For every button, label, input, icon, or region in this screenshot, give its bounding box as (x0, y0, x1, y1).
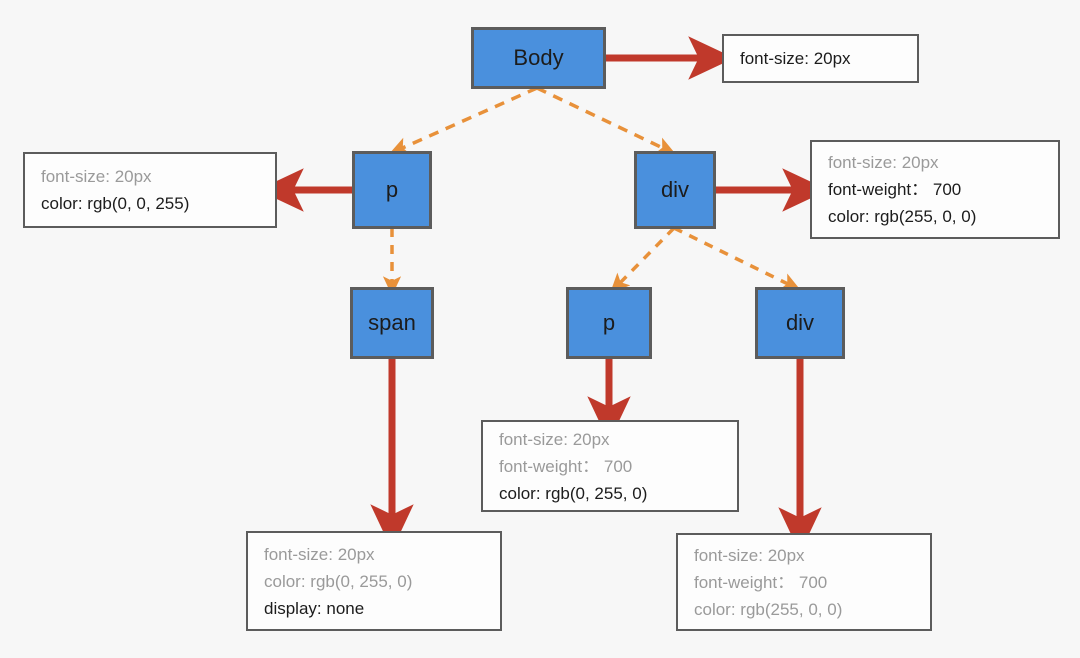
node-div-right[interactable]: div (634, 151, 716, 229)
propline: font-size: 20px (41, 167, 152, 186)
propline: font-size: 20px (828, 153, 939, 172)
propline: font-size: 20px (499, 429, 610, 449)
node-p-left[interactable]: p (352, 151, 432, 229)
tree-edge-div-to-div (673, 226, 801, 291)
propline: font-size: 20px (264, 544, 375, 564)
node-span-label: span (368, 310, 416, 335)
node-span[interactable]: span (350, 287, 434, 359)
tree-edge-body-to-p (389, 86, 538, 155)
node-body[interactable]: Body (471, 27, 606, 89)
node-p-mid[interactable]: p (566, 287, 652, 359)
propline: font-weight： 700 (694, 572, 828, 592)
propline: color: rgb(0, 255, 0) (264, 571, 413, 591)
propbox-div-bottom-styles: font-size: 20px font-weight： 700 color: … (676, 533, 932, 631)
propline: color: rgb(255, 0, 0) (828, 207, 977, 226)
propline: font-size: 20px (740, 48, 851, 68)
propbox-p-mid-styles: font-size: 20px font-weight： 700 color: … (481, 420, 739, 512)
tree-edge-div-to-p (610, 226, 676, 293)
tree-edge-body-to-div (536, 86, 676, 155)
propline: color: rgb(0, 0, 255) (41, 194, 190, 213)
propbox-div-right-styles: font-size: 20px font-weight： 700 color: … (810, 140, 1060, 239)
node-p-left-label: p (385, 177, 399, 202)
propbox-p-left-styles: font-size: 20px color: rgb(0, 0, 255) (23, 152, 277, 228)
propline: font-weight： 700 (828, 180, 962, 199)
propline: color: rgb(255, 0, 0) (694, 599, 843, 619)
propline: font-size: 20px (694, 545, 805, 565)
propbox-body-styles: font-size: 20px (722, 34, 919, 83)
propline: display: none (264, 598, 365, 618)
node-div-right-label: div (660, 177, 690, 202)
propline: color: rgb(0, 255, 0) (499, 483, 648, 503)
node-body-label: Body (513, 45, 564, 70)
node-div-bottom[interactable]: div (755, 287, 845, 359)
node-div-bottom-label: div (785, 310, 815, 335)
propbox-span-styles: font-size: 20px color: rgb(0, 255, 0) di… (246, 531, 502, 631)
node-p-mid-label: p (602, 310, 616, 335)
propline: font-weight： 700 (499, 456, 633, 476)
